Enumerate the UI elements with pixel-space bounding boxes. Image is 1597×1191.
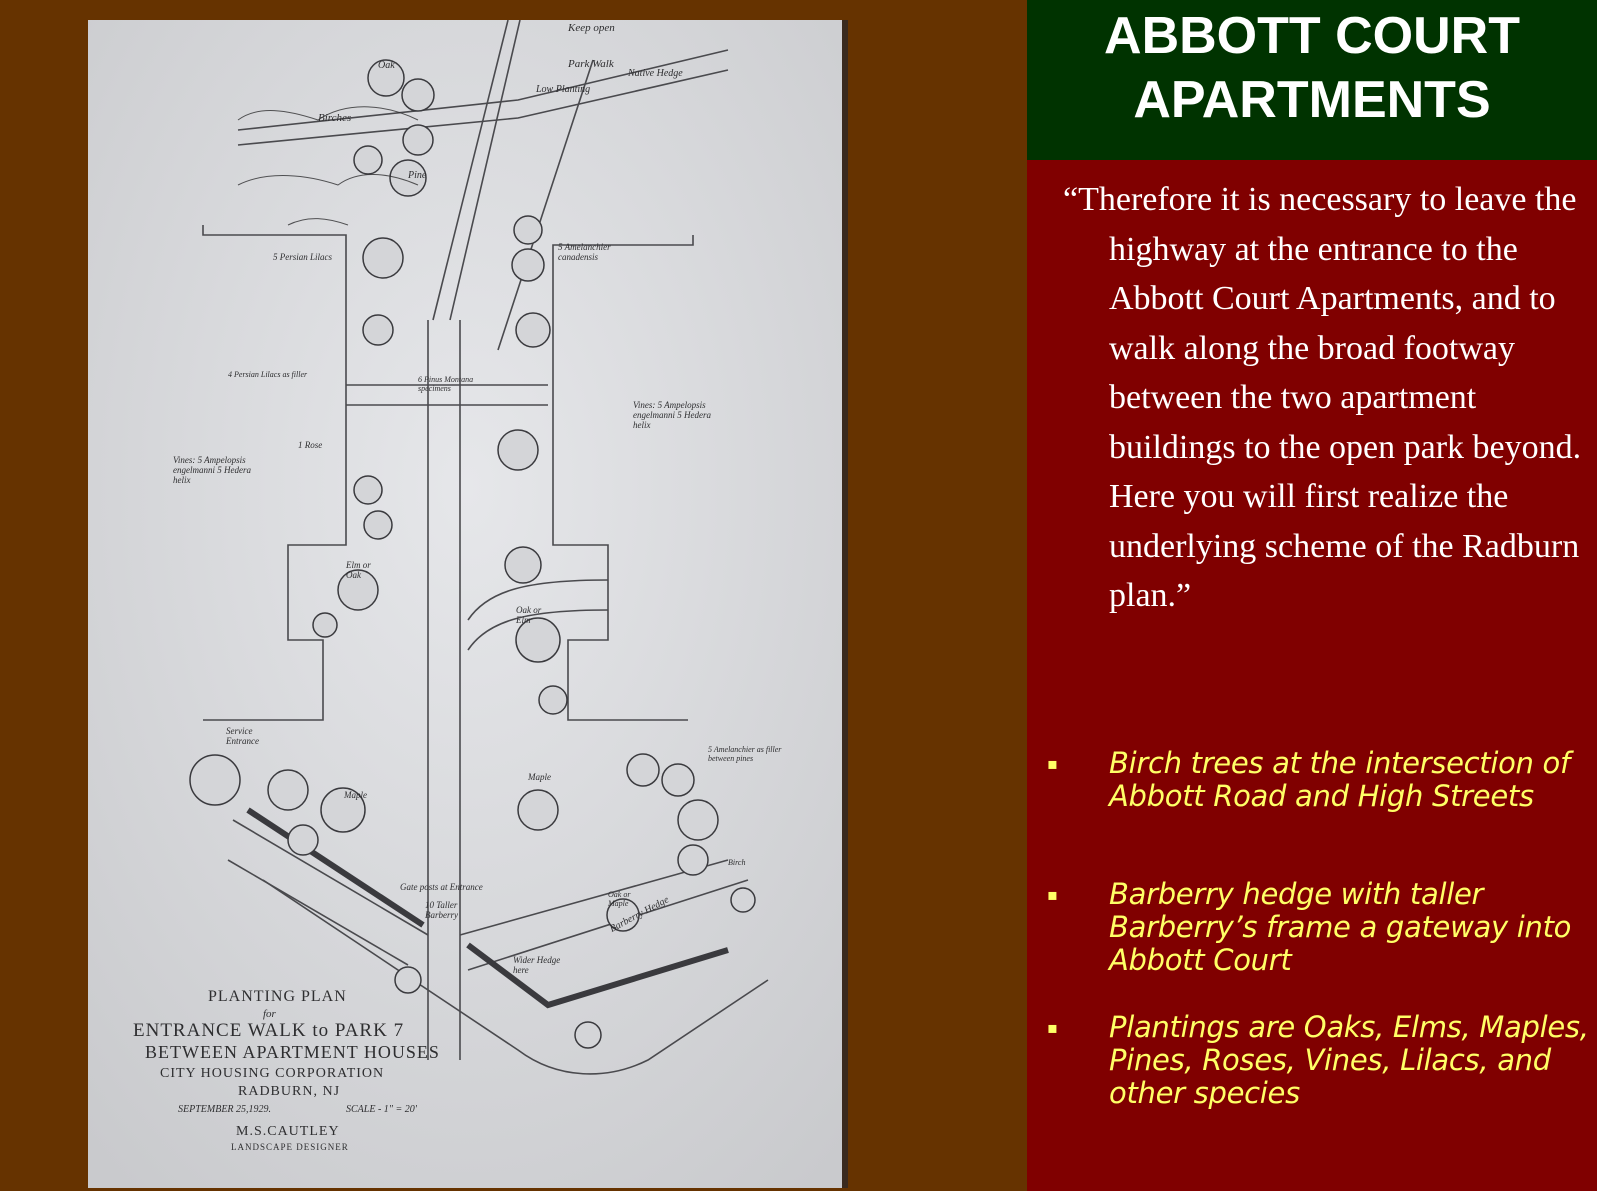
plan-label-native-hedge: Native Hedge	[628, 68, 683, 79]
bullet-text: Birch trees at the intersection of Abbot…	[1109, 746, 1570, 813]
plan-designer: M.S.CAUTLEY	[236, 1124, 340, 1139]
plan-date: SEPTEMBER 25,1929.	[178, 1104, 272, 1115]
plan-label-elm-or-oak: Elm or Oak	[346, 560, 371, 580]
plan-label-maple-right: Maple	[528, 772, 551, 782]
plan-label-keep-open: Keep open	[568, 22, 615, 34]
bullet-marker: ▪	[1047, 1018, 1058, 1037]
plan-label-birches: Birches	[318, 112, 352, 124]
plan-label-vines-left: Vines: 5 Ampelopsis engelmanni 5 Hedera …	[173, 455, 251, 485]
plan-label-pine: Pine	[408, 170, 427, 181]
plan-label-service-entrance: Service Entrance	[226, 726, 259, 746]
plan-label-rose: 1 Rose	[298, 440, 323, 450]
plan-title-line2: for	[263, 1008, 276, 1020]
plan-scale: SCALE - 1" = 20'	[346, 1104, 417, 1115]
plan-label-taller-barberry: 10 Taller Barberry	[425, 900, 458, 920]
plan-drawing	[88, 20, 842, 1188]
plan-title-line5: CITY HOUSING CORPORATION	[160, 1066, 385, 1081]
plan-label-oak-or-maple: Oak or Maple	[608, 890, 631, 908]
plan-label-amelanchier-filler: 5 Amelanchier as filler between pines	[708, 745, 782, 763]
plan-label-maple-left: Maple	[344, 790, 367, 800]
plan-title-line4: BETWEEN APARTMENT HOUSES	[145, 1042, 440, 1062]
title-banner: ABBOTT COURT APARTMENTS	[1027, 0, 1597, 160]
plan-label-oak-or-elm: Oak or Elm	[516, 605, 542, 625]
plan-label-birch: Birch	[728, 858, 746, 867]
plan-title-line6: RADBURN, NJ	[238, 1084, 341, 1099]
plan-label-vines-right: Vines: 5 Ampelopsis engelmanni 5 Hedera …	[633, 400, 711, 430]
plan-label-wider-hedge: Wider Hedge here	[513, 955, 561, 975]
title-line-2: APARTMENTS	[1133, 71, 1491, 129]
quote-text: “Therefore it is necessary to leave the …	[1063, 181, 1582, 614]
bullet-marker: ▪	[1047, 754, 1058, 773]
content-panel: “Therefore it is necessary to leave the …	[1027, 160, 1597, 1191]
plan-title-line1: PLANTING PLAN	[208, 988, 347, 1005]
bullet-marker: ▪	[1047, 885, 1058, 904]
plan-designer-title: LANDSCAPE DESIGNER	[231, 1142, 349, 1152]
plan-label-lilacs: 5 Persian Lilacs	[273, 252, 333, 262]
plan-label-gate-posts: Gate posts at Entrance	[400, 882, 483, 892]
plan-label-low-planting: Low Planting	[536, 84, 591, 95]
planting-plan-image: Keep open Park Walk Low Planting Native …	[88, 20, 848, 1188]
plan-label-park-walk: Park Walk	[568, 58, 614, 70]
plan-label-lilacs-filler: 4 Persian Lilacs as filler	[228, 370, 308, 379]
bullet-text: Plantings are Oaks, Elms, Maples, Pines,…	[1109, 1010, 1589, 1110]
plan-label-amelanchier: 5 Amelanchier canadensis	[558, 242, 611, 262]
plan-label-pinus: 6 Pinus Montana specimens	[418, 375, 474, 393]
plan-label-oak: Oak	[378, 60, 395, 71]
plan-title-line3: ENTRANCE WALK to PARK 7	[133, 1020, 405, 1041]
bullet-text: Barberry hedge with taller Barberry’s fr…	[1109, 877, 1572, 977]
title-line-1: ABBOTT COURT	[1104, 7, 1520, 65]
